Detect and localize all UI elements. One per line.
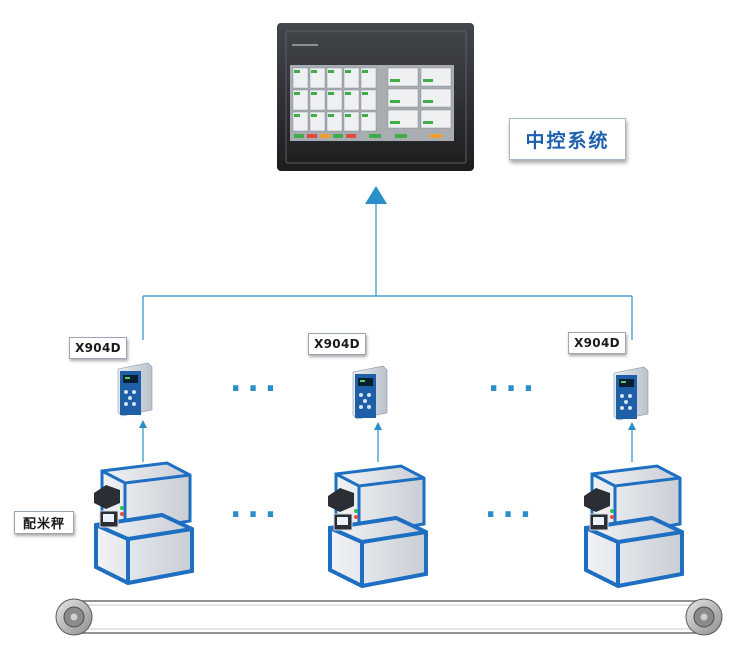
- weighing-controller-icon: [117, 362, 649, 421]
- ellipsis-scales-right: ...: [485, 490, 538, 525]
- arrowhead-1: [139, 420, 147, 428]
- controller-model-label-1: X904D: [69, 337, 127, 359]
- ellipsis-controllers-left: ...: [230, 364, 283, 399]
- ellipsis-controllers-right: ...: [488, 364, 541, 399]
- scale-label: 配米秤: [14, 511, 74, 534]
- hmi-touch-screen-icon: [277, 23, 474, 171]
- uplink-arrowhead: [365, 186, 387, 204]
- rice-weighing-scale-icon: [94, 461, 684, 589]
- central-system-label: 中控系统: [509, 118, 626, 160]
- controller-model-label-2: X904D: [308, 333, 366, 355]
- conveyor-belt-icon: [55, 598, 723, 636]
- network-lines: [142, 203, 633, 340]
- arrowhead-2: [374, 422, 382, 430]
- controller-model-label-3: X904D: [568, 332, 626, 354]
- arrowhead-3: [628, 422, 636, 430]
- ellipsis-scales-left: ...: [230, 490, 283, 525]
- scale-to-controller-arrows: [142, 425, 633, 462]
